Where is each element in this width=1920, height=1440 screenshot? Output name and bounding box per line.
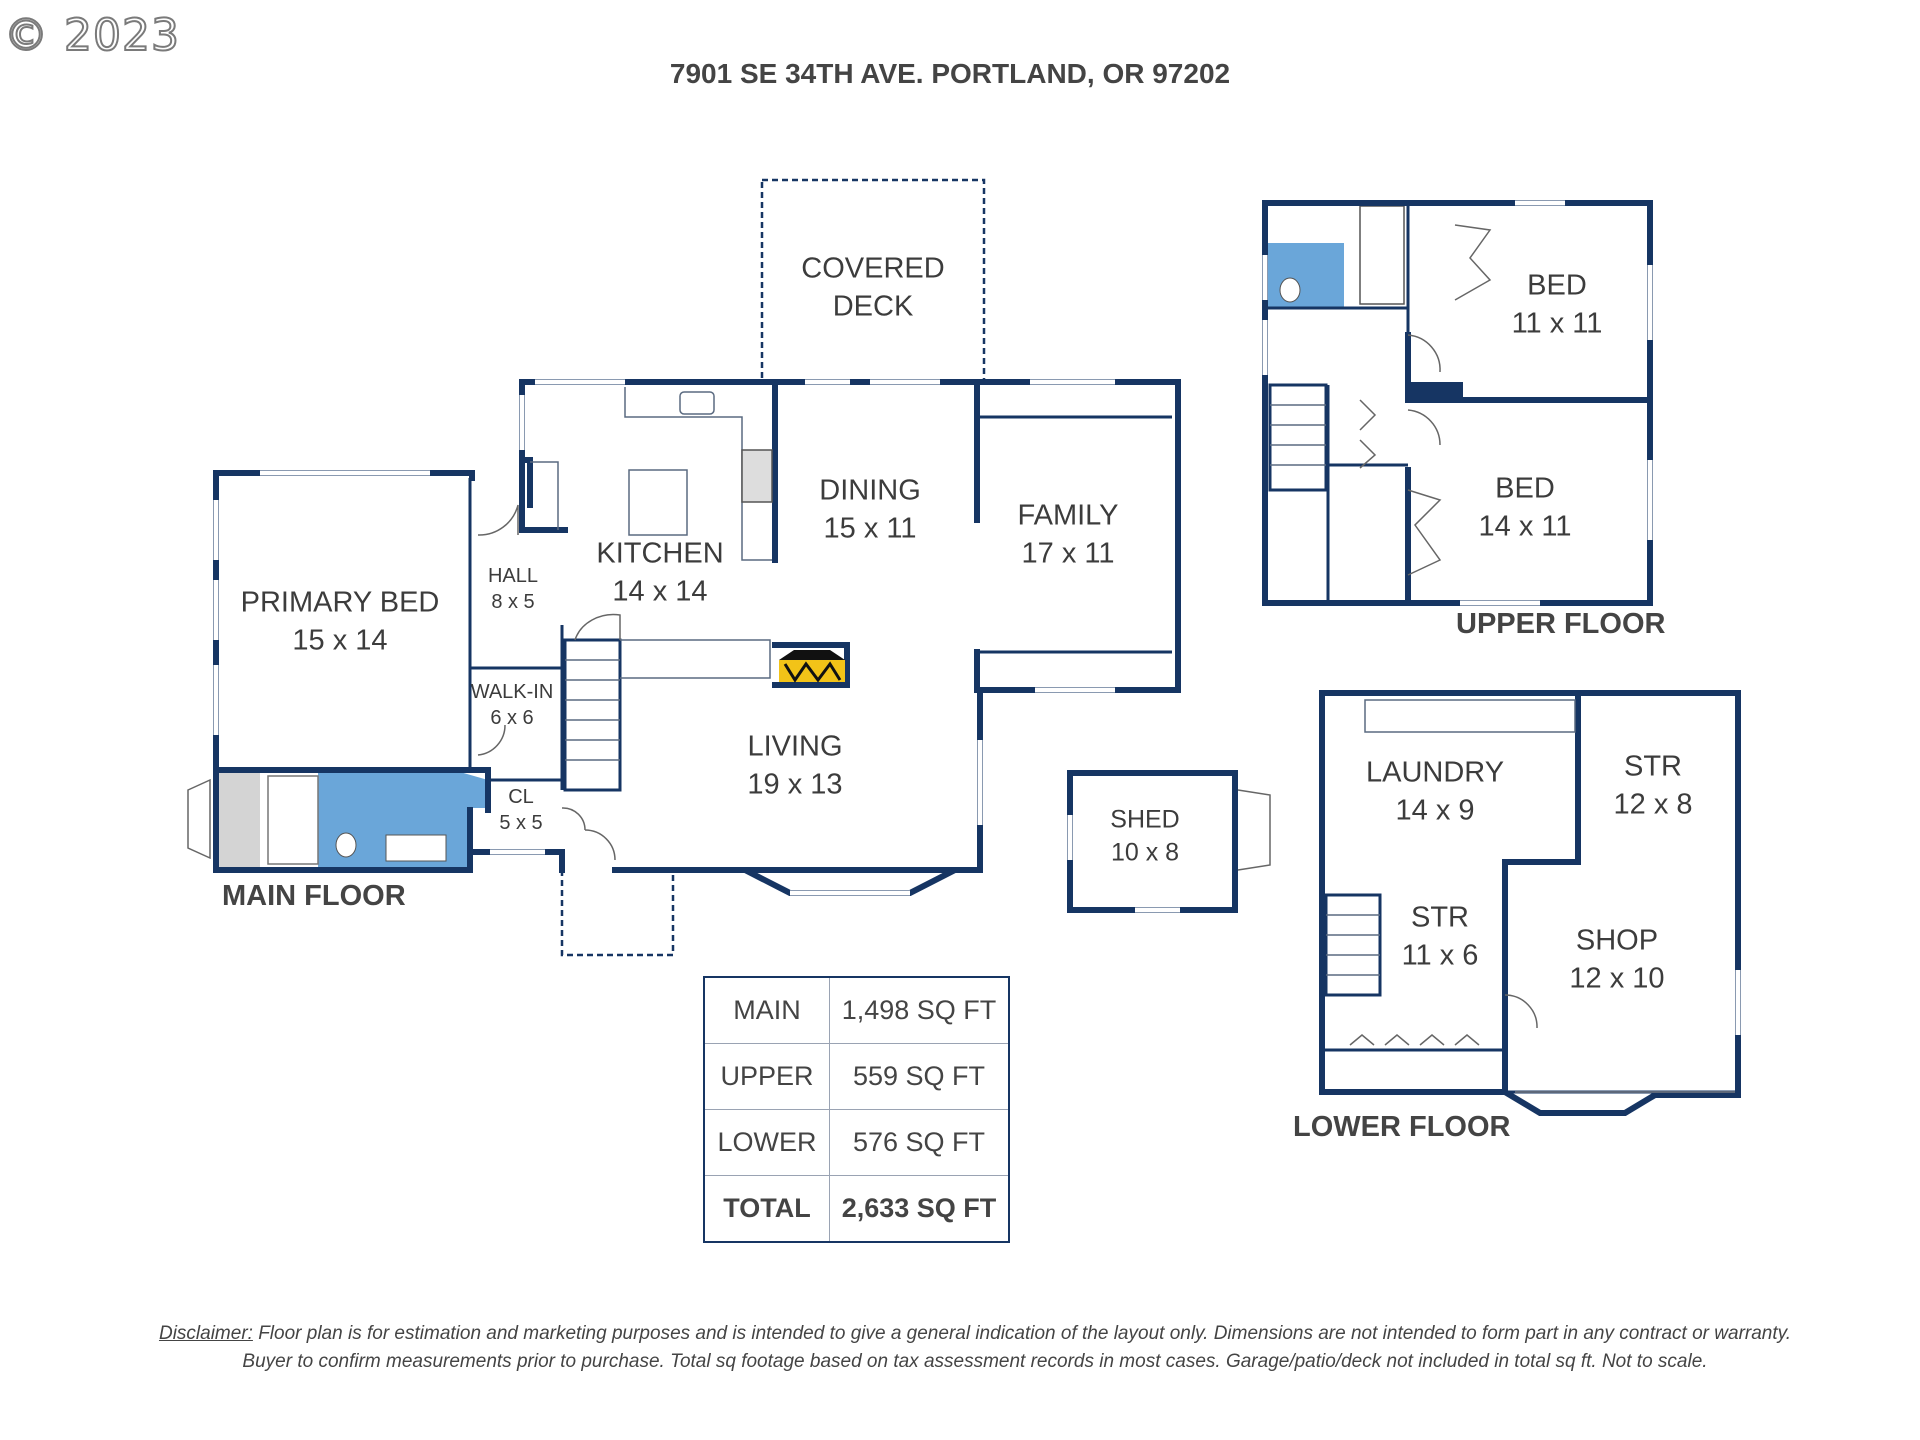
- main-stairs: [563, 613, 622, 792]
- disclaimer-line-2: Buyer to confirm measurements prior to p…: [242, 1351, 1708, 1372]
- living-bay-window: [612, 867, 983, 896]
- range: [741, 449, 773, 503]
- upper-bath-fill: [1268, 243, 1344, 308]
- shower: [267, 775, 319, 865]
- primary-bed-walls: [213, 470, 475, 873]
- area-label: LOWER: [703, 1109, 830, 1176]
- area-value: 576 SQ FT: [829, 1109, 1010, 1176]
- living-counter: [620, 639, 771, 679]
- upper-stairs: [1268, 383, 1328, 492]
- table-row: LOWER 576 SQ FT: [703, 1109, 1010, 1176]
- property-address: 7901 SE 34TH AVE. PORTLAND, OR 97202: [669, 58, 1231, 89]
- upper-floor-plan: [1262, 200, 1653, 606]
- disclaimer: Disclaimer: Floor plan is for estimation…: [0, 1320, 1920, 1376]
- front-porch-outline: [560, 870, 675, 957]
- area-value: 2,633 SQ FT: [829, 1175, 1010, 1243]
- area-value: 559 SQ FT: [829, 1043, 1010, 1110]
- area-label: UPPER: [703, 1043, 830, 1110]
- disclaimer-label: Disclaimer:: [158, 1323, 253, 1344]
- table-row: MAIN 1,498 SQ FT: [703, 976, 1010, 1044]
- lower-floor-plan: [1319, 690, 1741, 1116]
- area-value: 1,498 SQ FT: [829, 976, 1010, 1044]
- lower-stairs: [1324, 893, 1382, 997]
- area-label: TOTAL: [703, 1175, 830, 1243]
- main-floor-plan: [187, 178, 1181, 957]
- area-label: MAIN: [703, 976, 830, 1044]
- copyright-watermark: © 2023: [3, 9, 180, 62]
- main-floor-label: MAIN FLOOR: [222, 880, 406, 912]
- kitchen-counter: [624, 387, 772, 561]
- table-row: UPPER 559 SQ FT: [703, 1043, 1010, 1110]
- kitchen-island: [628, 469, 688, 536]
- upper-floor-label: UPPER FLOOR: [1456, 608, 1666, 640]
- laundry-counter: [1364, 699, 1576, 733]
- disclaimer-line-1: Floor plan is for estimation and marketi…: [252, 1323, 1792, 1344]
- lower-floor-label: LOWER FLOOR: [1293, 1111, 1511, 1143]
- kitchen-sink: [679, 391, 715, 415]
- square-footage-table: MAIN 1,498 SQ FT UPPER 559 SQ FT LOWER 5…: [703, 976, 1010, 1243]
- shed-plan: [1067, 770, 1271, 913]
- table-row-total: TOTAL 2,633 SQ FT: [703, 1175, 1010, 1243]
- main-floor-windows: [213, 379, 1115, 896]
- primary-bath-closet-fill: [218, 772, 260, 868]
